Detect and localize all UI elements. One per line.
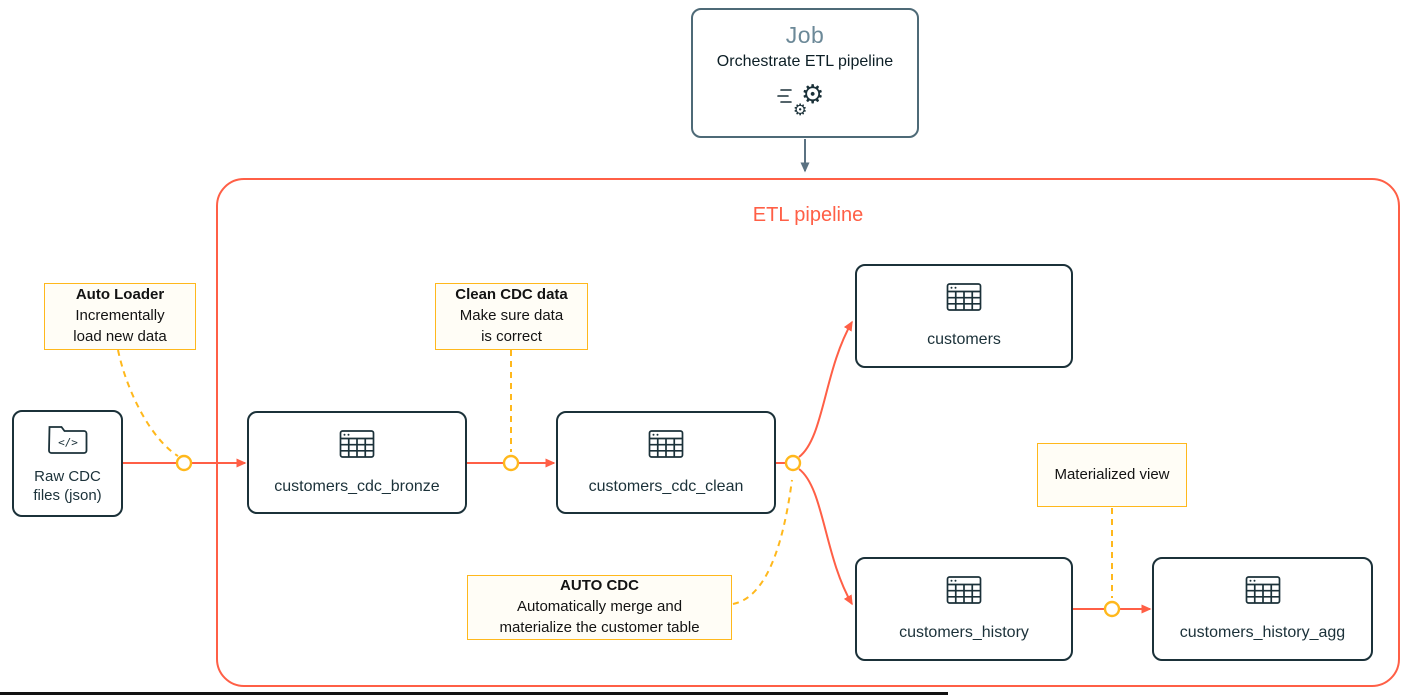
annotation-label: Materialized view <box>1054 465 1170 483</box>
annotation-materialized-view: Materialized view <box>1037 443 1187 507</box>
etl-pipeline-container: ETL pipeline <box>216 178 1400 687</box>
svg-text:⚙: ⚙ <box>801 80 824 110</box>
table-icon <box>339 429 375 464</box>
annotation-auto-loader: Auto Loader Incrementally load new data <box>44 283 196 350</box>
job-subtitle: Orchestrate ETL pipeline <box>716 53 894 70</box>
node-label: customers_history <box>899 624 1029 641</box>
node-label: customers_cdc_bronze <box>274 477 440 495</box>
node-customers-history-agg: customers_history_agg <box>1152 557 1373 661</box>
bottom-edge-line <box>0 692 948 695</box>
annotation-title: Auto Loader <box>75 286 165 304</box>
annotation-body: Make sure data is correct <box>459 307 564 345</box>
svg-text:⚙: ⚙ <box>793 100 807 117</box>
job-title: Job <box>785 22 825 48</box>
folder-code-icon: </> <box>47 421 89 460</box>
gears-icon: ⚙ ⚙ <box>777 75 833 122</box>
annotation-body: Incrementally load new data <box>73 307 167 345</box>
node-customers-history: customers_history <box>855 557 1073 661</box>
table-icon <box>946 282 982 317</box>
table-icon <box>648 429 684 464</box>
node-label: Raw CDC files (json) <box>33 468 102 504</box>
node-label: customers_cdc_clean <box>588 477 744 495</box>
annotation-clean-cdc-data: Clean CDC data Make sure data is correct <box>435 283 588 350</box>
node-customers-cdc-clean: customers_cdc_clean <box>556 411 776 514</box>
table-icon <box>1245 575 1281 610</box>
job-box: Job Orchestrate ETL pipeline ⚙ ⚙ <box>691 8 919 138</box>
node-customers: customers <box>855 264 1073 368</box>
dot-auto-loader <box>175 454 193 472</box>
annotation-auto-cdc: AUTO CDC Automatically merge and materia… <box>467 575 732 640</box>
dashed-link-auto-loader <box>117 349 179 457</box>
node-customers-cdc-bronze: customers_cdc_bronze <box>247 411 467 514</box>
annotation-body: Automatically merge and materialize the … <box>499 598 700 636</box>
node-label: customers <box>927 331 1001 348</box>
annotation-title: Clean CDC data <box>455 286 568 304</box>
svg-text:</>: </> <box>58 436 78 449</box>
table-icon <box>946 575 982 610</box>
etl-pipeline-title: ETL pipeline <box>752 204 864 226</box>
node-raw-cdc-files: </> Raw CDC files (json) <box>12 410 123 517</box>
annotation-title: AUTO CDC <box>560 577 639 595</box>
node-label: customers_history_agg <box>1179 624 1346 641</box>
